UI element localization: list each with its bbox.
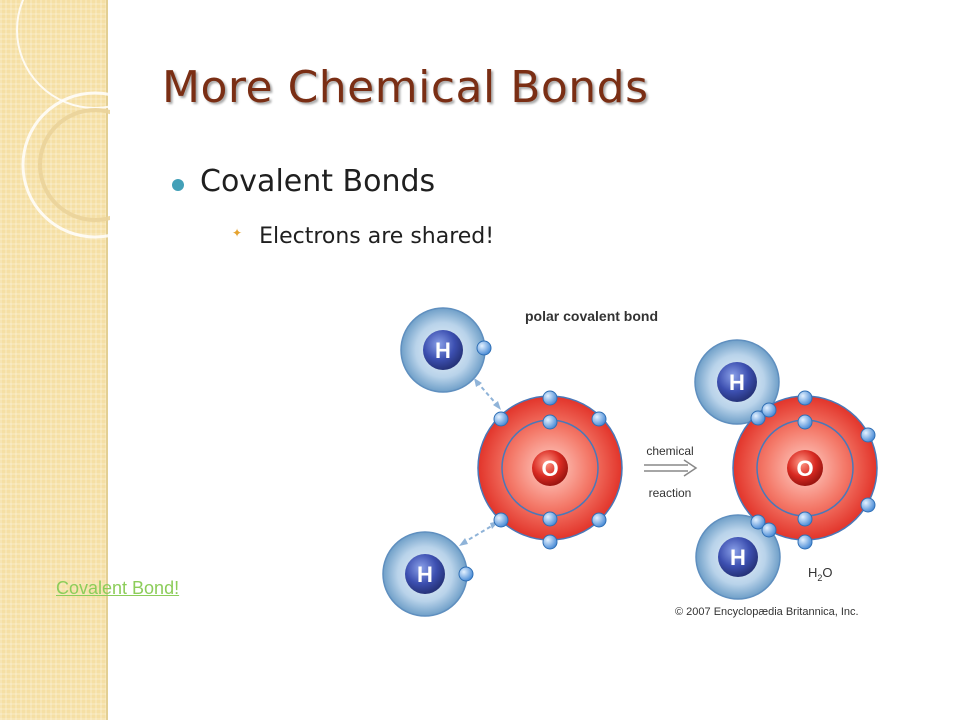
hydrogen-label: H bbox=[730, 545, 746, 570]
hydrogen-atom-bottom-left: H bbox=[382, 531, 474, 617]
formula-h: H bbox=[808, 565, 817, 580]
oxygen-atom-right: O bbox=[732, 390, 878, 550]
oxygen-label: O bbox=[541, 456, 558, 481]
hydrogen-atom-bottom-right: H bbox=[695, 514, 781, 600]
formula-subscript: 2 bbox=[817, 573, 822, 583]
arrow-label-line1: chemical bbox=[646, 444, 693, 458]
diagram-heading: polar covalent bond bbox=[525, 308, 658, 324]
sub-bullet-star-icon: ✦ bbox=[232, 226, 243, 240]
attraction-arrows bbox=[459, 378, 501, 546]
bullet-covalent-bonds: Covalent Bonds bbox=[172, 164, 435, 199]
oxygen-atom-left: O bbox=[477, 390, 623, 550]
reaction-arrow: chemical reaction bbox=[644, 444, 698, 500]
sub-bullet-electrons-shared: ✦ Electrons are shared! bbox=[232, 224, 494, 249]
covalent-bond-link[interactable]: Covalent Bond! bbox=[56, 578, 180, 598]
bullet-dot-icon bbox=[172, 179, 184, 191]
side-decor-rings bbox=[16, 0, 110, 239]
bullet-text: Covalent Bonds bbox=[200, 164, 436, 199]
polar-covalent-bond-diagram: polar covalent bond H H O bbox=[382, 307, 878, 618]
formula-o: O bbox=[822, 565, 832, 580]
sub-bullet-text: Electrons are shared! bbox=[259, 224, 495, 249]
product-formula: H2O bbox=[808, 565, 833, 583]
copyright-notice: © 2007 Encyclopædia Britannica, Inc. bbox=[675, 606, 859, 618]
hydrogen-label: H bbox=[417, 562, 433, 587]
hydrogen-label: H bbox=[435, 338, 451, 363]
slide-title: More Chemical Bonds bbox=[162, 62, 649, 113]
hydrogen-atom-top-left: H bbox=[400, 307, 492, 393]
side-decor-strip bbox=[0, 0, 108, 720]
hydrogen-label: H bbox=[729, 370, 745, 395]
hydrogen-atom-top-right: H bbox=[694, 339, 780, 425]
oxygen-label: O bbox=[796, 456, 813, 481]
arrow-label-line2: reaction bbox=[649, 486, 692, 500]
